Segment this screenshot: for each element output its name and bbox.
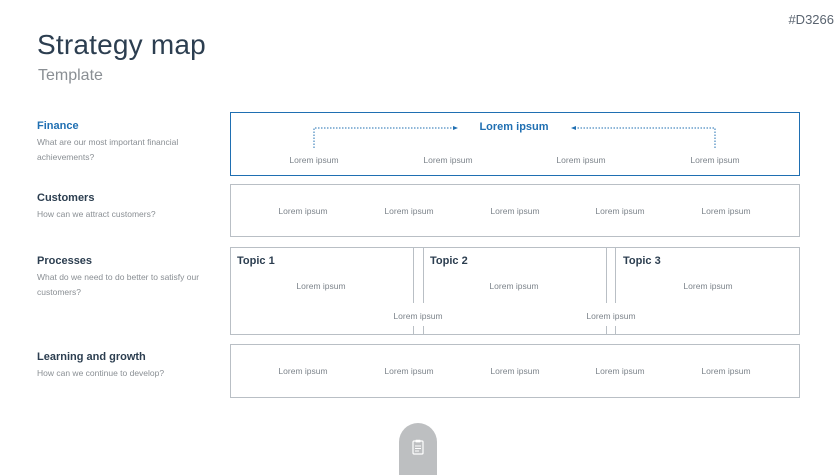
learning-box bbox=[230, 344, 800, 398]
page-subtitle: Template bbox=[38, 67, 103, 84]
customers-title: Customers bbox=[37, 192, 95, 204]
topic-3-item: Lorem ipsum bbox=[683, 281, 733, 291]
learning-description: How can we continue to develop? bbox=[37, 368, 165, 378]
customers-box bbox=[230, 184, 800, 237]
topic-2-item: Lorem ipsum bbox=[489, 281, 539, 291]
bridge-item-1: Lorem ipsum bbox=[393, 311, 443, 321]
processes-title: Processes bbox=[37, 255, 93, 267]
customers-item-3: Lorem ipsum bbox=[490, 206, 540, 216]
topic-2-title: Topic 2 bbox=[430, 255, 468, 267]
learning-label-group: Learning and growth How can we continue … bbox=[37, 351, 215, 381]
finance-label-group: Finance What are our most important fina… bbox=[37, 120, 215, 165]
customers-item-1: Lorem ipsum bbox=[278, 206, 328, 216]
processes-description: What do we need to do better to satisfy … bbox=[37, 272, 200, 297]
customers-item-5: Lorem ipsum bbox=[701, 206, 751, 216]
clipboard-icon bbox=[412, 439, 424, 455]
customers-item-4: Lorem ipsum bbox=[595, 206, 645, 216]
finance-item-2: Lorem ipsum bbox=[423, 155, 473, 165]
topic-1-item: Lorem ipsum bbox=[296, 281, 346, 291]
learning-item-1: Lorem ipsum bbox=[278, 366, 328, 376]
customers-label-group: Customers How can we attract customers? bbox=[37, 192, 215, 222]
learning-item-5: Lorem ipsum bbox=[701, 366, 751, 376]
finance-description: What are our most important financial ac… bbox=[37, 137, 179, 162]
topic-3-title: Topic 3 bbox=[623, 255, 661, 267]
processes-box bbox=[230, 247, 800, 335]
processes-label-group: Processes What do we need to do better t… bbox=[37, 255, 215, 300]
finance-item-4: Lorem ipsum bbox=[690, 155, 740, 165]
notes-button[interactable] bbox=[399, 423, 437, 475]
page-title: Strategy map bbox=[37, 29, 206, 60]
document-code: #D3266 bbox=[788, 12, 834, 27]
customers-item-2: Lorem ipsum bbox=[384, 206, 434, 216]
topic-1-title: Topic 1 bbox=[237, 255, 275, 267]
learning-item-2: Lorem ipsum bbox=[384, 366, 434, 376]
finance-title: Finance bbox=[37, 120, 79, 132]
finance-item-1: Lorem ipsum bbox=[289, 155, 339, 165]
finance-headline: Lorem ipsum bbox=[479, 121, 549, 133]
learning-item-4: Lorem ipsum bbox=[595, 366, 645, 376]
finance-item-3: Lorem ipsum bbox=[556, 155, 606, 165]
bridge-item-2: Lorem ipsum bbox=[586, 311, 636, 321]
learning-item-3: Lorem ipsum bbox=[490, 366, 540, 376]
customers-description: How can we attract customers? bbox=[37, 209, 156, 219]
learning-title: Learning and growth bbox=[37, 351, 146, 363]
